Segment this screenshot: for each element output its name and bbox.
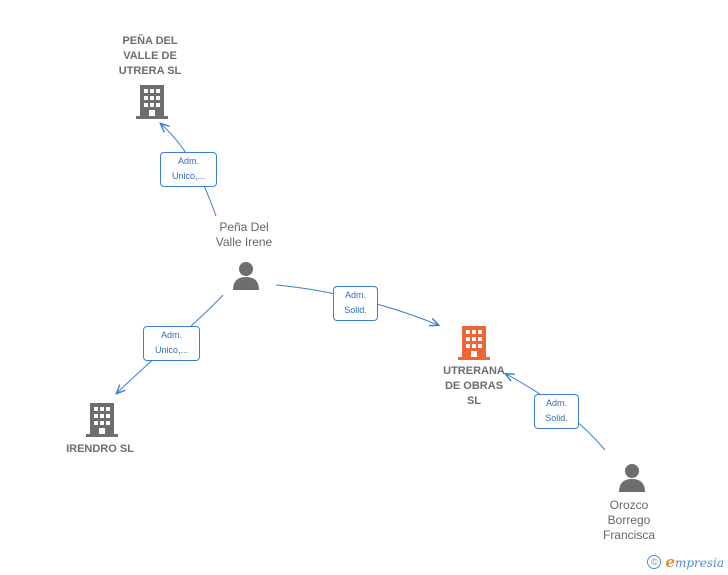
edge-role-line: Unico,... (171, 171, 205, 181)
company-label-pena-del-valle-utrera[interactable]: PEÑA DEL VALLE DE UTRERA SL (100, 34, 200, 79)
copyright-icon: © (647, 555, 662, 569)
brand-logo: empresia (665, 553, 724, 571)
person-label-orozco-borrego[interactable]: Orozco Borrego Francisca (579, 498, 679, 543)
edge-role-line: Unico,... (154, 345, 188, 355)
brand-name: mpresia (674, 556, 724, 570)
label-line: UTRERA SL (118, 65, 182, 77)
edge-role-line: Solid. (545, 413, 568, 423)
label-line: VALLE DE (123, 50, 177, 62)
company-label-irendro[interactable]: IRENDRO SL (50, 442, 150, 457)
building-icon[interactable] (86, 403, 118, 437)
label-line: Borrego (607, 513, 651, 527)
label-line: UTRERANA (443, 365, 505, 377)
person-icon[interactable] (231, 260, 261, 290)
edge-role-line: Adm. (177, 156, 199, 166)
edge-role-line: Adm. (160, 330, 182, 340)
edge-badge-irene-irendro[interactable]: Adm. Unico,... (143, 326, 200, 361)
edge-role-line: Adm. (545, 398, 567, 408)
person-label-pena-del-valle-irene[interactable]: Peña Del Valle Irene (194, 220, 294, 250)
label-line: Valle Irene (215, 235, 273, 249)
footer-brand[interactable]: © empresia (647, 553, 724, 571)
edge-role-line: Solid. (344, 305, 367, 315)
label-line: PEÑA DEL (122, 35, 178, 47)
building-icon[interactable] (136, 85, 168, 119)
label-line: Peña Del (219, 220, 269, 234)
label-line: DE OBRAS (444, 380, 504, 392)
label-line: Francisca (602, 528, 655, 542)
label-line: IRENDRO SL (66, 443, 134, 455)
label-line: Orozco (609, 498, 649, 512)
edge-role-line: Adm. (344, 290, 366, 300)
building-icon[interactable] (458, 326, 490, 360)
label-line: SL (466, 395, 482, 407)
company-label-utrerana-de-obras[interactable]: UTRERANA DE OBRAS SL (424, 364, 524, 409)
edge-badge-irene-utrerana[interactable]: Adm. Solid. (333, 286, 378, 321)
edge-badge-irene-pena-utrera[interactable]: Adm. Unico,... (160, 152, 217, 187)
brand-initial: e (665, 553, 675, 571)
person-icon[interactable] (617, 462, 647, 492)
edge-badge-orozco-utrerana[interactable]: Adm. Solid. (534, 394, 579, 429)
